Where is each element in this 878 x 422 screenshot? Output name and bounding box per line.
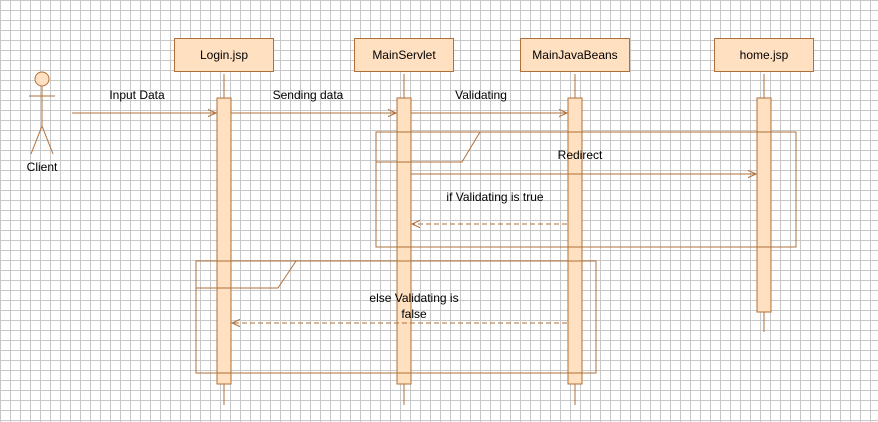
servlet-participant: MainServlet (354, 38, 454, 72)
home-participant: home.jsp (714, 38, 814, 72)
sending-data-label: Sending data (272, 88, 344, 102)
validating-label: Validating (455, 88, 507, 102)
if-fragment-tab (376, 131, 481, 163)
if-true-label: if Validating is true (446, 190, 544, 204)
if-fragment (375, 131, 797, 248)
redirect-label: Redirect (557, 148, 603, 162)
beans-activation (567, 97, 583, 385)
input-data-label: Input Data (109, 88, 165, 102)
else-fragment-tab (196, 260, 297, 289)
else-fragment (195, 260, 597, 374)
else-false-label: else Validating is false (369, 291, 459, 321)
client-label: Client (26, 160, 58, 174)
beans-participant: MainJavaBeans (520, 38, 630, 72)
client-actor-icon (29, 71, 55, 155)
login-participant: Login.jsp (174, 38, 274, 72)
servlet-activation (396, 97, 412, 385)
login-activation (216, 97, 232, 385)
home-activation (756, 97, 772, 313)
